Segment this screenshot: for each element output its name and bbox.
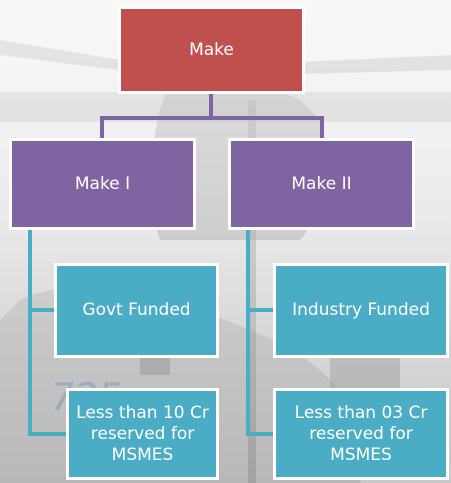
- node-govt-funded: Govt Funded: [54, 263, 219, 358]
- node-make-label: Make: [189, 39, 234, 60]
- node-less-than-03-cr: Less than 03 Cr reserved for MSMES: [273, 388, 449, 480]
- node-less-than-10-cr: Less than 10 Cr reserved for MSMES: [66, 388, 219, 480]
- node-industry-funded: Industry Funded: [273, 263, 449, 358]
- node-make: Make: [118, 6, 305, 94]
- node-make-ii-label: Make II: [291, 173, 352, 194]
- node-govt-funded-label: Govt Funded: [82, 300, 191, 320]
- node-make-ii: Make II: [228, 138, 415, 230]
- node-make-i: Make I: [9, 138, 196, 230]
- node-less-than-03-cr-label: Less than 03 Cr reserved for MSMES: [294, 402, 428, 465]
- node-make-i-label: Make I: [74, 173, 131, 194]
- node-industry-funded-label: Industry Funded: [292, 300, 430, 320]
- node-less-than-10-cr-label: Less than 10 Cr reserved for MSMES: [76, 402, 209, 465]
